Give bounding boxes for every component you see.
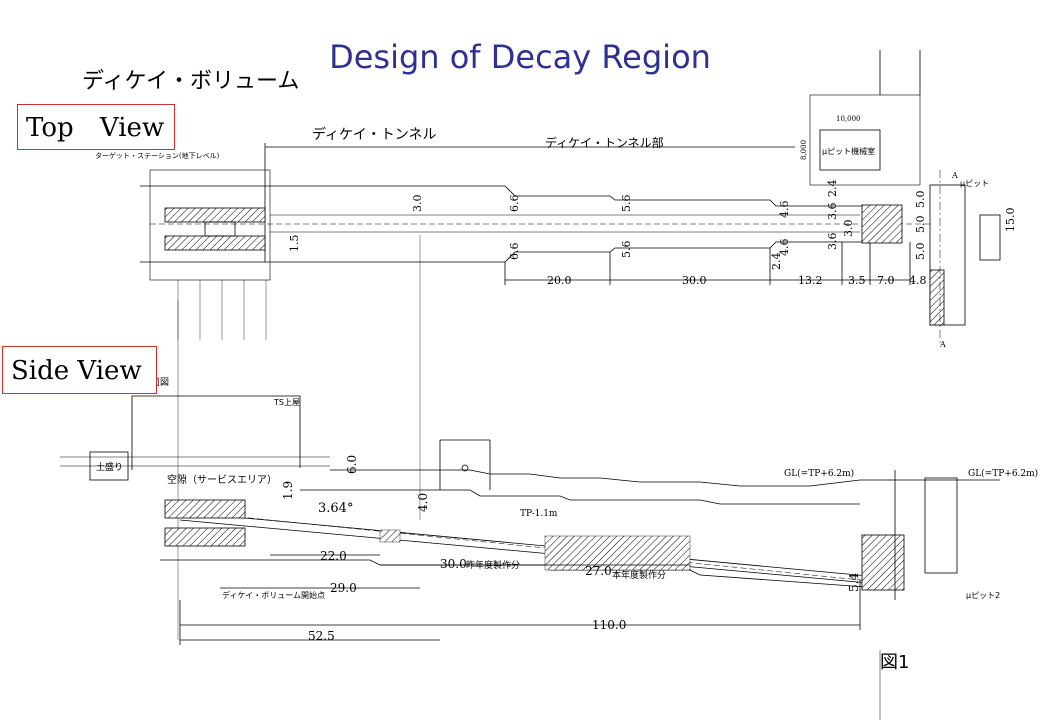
dim-top-3-5: 3.5 [848, 274, 866, 287]
section-a-top: A [951, 171, 958, 180]
mu-pit-2-label: μピット2 [966, 591, 1000, 600]
side-view-drawing [60, 395, 1000, 720]
dim-top-5-0-b: 5.0 [914, 216, 927, 234]
dim-top-30-0: 30.0 [682, 274, 707, 287]
gl-left-label: GL(=TP+6.2m) [784, 468, 854, 479]
this-year-label: 本年度製作分 [612, 569, 666, 581]
dim-top-3-6-upper: 3.6 [826, 203, 839, 221]
top-view-drawing [140, 50, 1001, 640]
dim-top-5-6-upper: 5.6 [620, 195, 633, 213]
slide-title: Design of Decay Region [329, 38, 711, 76]
mu-pit-room-label: μピット機械室 [822, 146, 875, 156]
dim-side-6-0: 6.0 [345, 455, 359, 474]
dim-top-4-6-upper: 4.6 [778, 201, 791, 219]
dim-top-15-0: 15.0 [1004, 208, 1017, 233]
tp-level-label: TP-1.1m [520, 509, 558, 519]
top-view-label: Top View [17, 104, 175, 150]
dim-top-6-6-lower: 6.6 [508, 243, 521, 261]
dim-top-7-0: 7.0 [877, 274, 895, 287]
space-service-label: 空隙（サービスエリア） [167, 473, 277, 486]
dim-top-3-6-lower: 3.6 [826, 233, 839, 251]
dim-side-1-9: 1.9 [281, 481, 295, 500]
dim-top-4-8: 4.8 [909, 274, 927, 287]
dim-side-22-0: 22.0 [320, 549, 347, 563]
dim-top-20-0: 20.0 [547, 274, 572, 287]
dim-top-6-6-upper: 6.6 [508, 195, 521, 213]
angle-label: 3.64° [318, 501, 353, 516]
dim-top-3-0: 3.0 [411, 195, 424, 213]
dim-side-52-5: 52.5 [308, 629, 335, 643]
tunnel-label: ディケイ・トンネル [312, 126, 436, 143]
dim-top-4-6-lower: 4.6 [778, 239, 791, 257]
dim-top-1-5: 1.5 [288, 235, 301, 253]
gl-right-label: GL(=TP+6.2m) [968, 468, 1038, 479]
dim-top-2-4-upper: 2.4 [826, 180, 839, 198]
dim-top-5-6-lower: 5.6 [620, 241, 633, 259]
dim-side-4-0: 4.0 [416, 493, 430, 512]
section-a-bottom: A [939, 340, 946, 349]
mu-pit-label: μピット [960, 179, 989, 188]
dim-side-27-0: 27.0 [585, 564, 612, 578]
dim-side-30-0: 30.0 [440, 557, 467, 571]
dim-top-5-0-c: 5.0 [914, 243, 927, 261]
dim-top-13-2: 13.2 [798, 274, 823, 287]
dim-8000: 8,000 [800, 140, 808, 160]
last-year-label: 昨年度製作分 [466, 559, 520, 571]
dim-top-3-0-right: 3.0 [842, 220, 855, 238]
dim-side-5-4: 5.4 [847, 573, 861, 592]
dim-10000: 10,000 [836, 115, 861, 123]
dim-top-2-4-lower: 2.4 [770, 253, 783, 271]
soil-label: 土盛り [96, 461, 123, 473]
tunnel-section-label: ディケイ・トンネル部 [545, 135, 664, 150]
figure-label: 図1 [880, 652, 909, 673]
side-view-label: Side View [2, 346, 157, 394]
target-station-label: ターゲット・ステーション(地下レベル) [95, 151, 220, 160]
dim-side-110-0: 110.0 [592, 618, 626, 632]
dim-top-5-0-a: 5.0 [914, 191, 927, 209]
ts-top-label: TS上屋 [273, 398, 300, 407]
dim-side-29-0: 29.0 [330, 581, 357, 595]
drawing-heading: ディケイ・ボリューム [82, 69, 299, 94]
decay-start-label: ディケイ・ボリューム開始点 [222, 590, 325, 600]
